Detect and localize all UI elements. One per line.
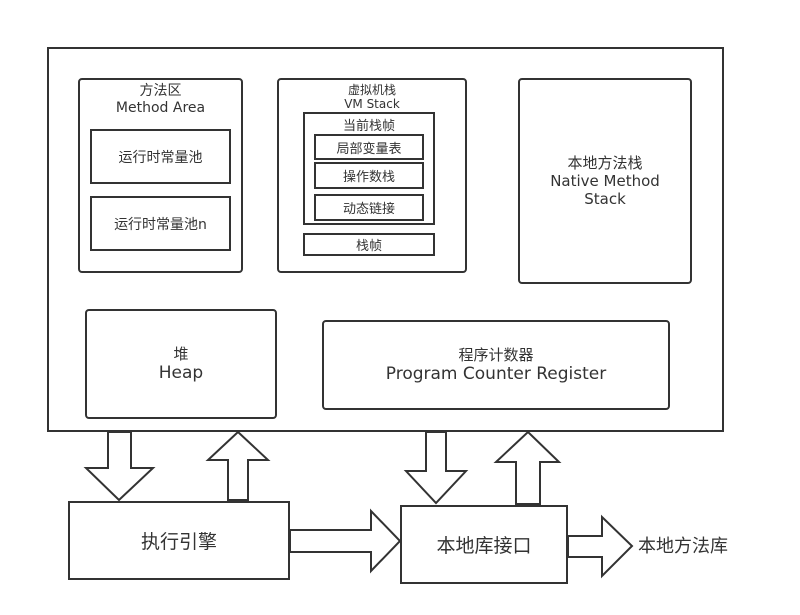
heap-box: 堆 Heap: [85, 309, 277, 419]
method-area-title-en: Method Area: [115, 100, 206, 116]
method-area-title-cn: 方法区: [139, 83, 182, 100]
runtime-constant-pool-n-label: 运行时常量池n: [114, 216, 207, 233]
arrow-up-from-engine: [205, 430, 271, 501]
pc-register-box: 程序计数器 Program Counter Register: [322, 320, 670, 410]
stack-frame: 栈帧: [303, 233, 435, 256]
runtime-constant-pool: 运行时常量池: [90, 129, 231, 184]
native-method-stack-title-cn: 本地方法栈: [567, 154, 643, 172]
local-variable-table: 局部变量表: [314, 134, 424, 160]
runtime-constant-pool-n: 运行时常量池n: [90, 196, 231, 251]
runtime-constant-pool-label: 运行时常量池: [118, 149, 203, 166]
native-method-stack-box: 本地方法栈 Native Method Stack: [518, 78, 692, 284]
arrow-up-from-native-interface: [493, 430, 562, 505]
heap-title-cn: 堆: [173, 344, 189, 363]
native-library-label: 本地方法库: [638, 536, 728, 557]
operand-stack-label: 操作数栈: [342, 170, 395, 185]
operand-stack: 操作数栈: [314, 162, 424, 189]
vm-stack-title-cn: 虚拟机栈: [347, 83, 396, 98]
native-interface-box: 本地库接口: [400, 505, 568, 584]
native-method-stack-title-en-2: Stack: [584, 190, 626, 208]
local-variable-table-label: 局部变量表: [336, 141, 402, 157]
native-interface-label: 本地库接口: [436, 535, 532, 557]
execution-engine-label: 执行引擎: [140, 531, 217, 553]
current-stack-frame-title: 当前栈帧: [342, 119, 395, 134]
arrow-down-to-engine: [83, 431, 156, 502]
native-method-stack-title-en-1: Native Method: [550, 172, 660, 190]
stack-frame-label: 栈帧: [355, 239, 382, 254]
vm-stack-title-en: VM Stack: [344, 97, 400, 111]
dynamic-linking-label: 动态链接: [342, 202, 395, 217]
pc-register-title-en: Program Counter Register: [385, 363, 607, 384]
heap-title-en: Heap: [158, 362, 204, 383]
execution-engine-box: 执行引擎: [68, 501, 290, 580]
dynamic-linking: 动态链接: [314, 194, 424, 221]
arrow-down-to-native-interface: [403, 431, 469, 505]
arrow-engine-to-native-interface: [289, 508, 402, 574]
arrow-native-interface-to-library: [567, 514, 634, 579]
pc-register-title-cn: 程序计数器: [458, 345, 534, 364]
